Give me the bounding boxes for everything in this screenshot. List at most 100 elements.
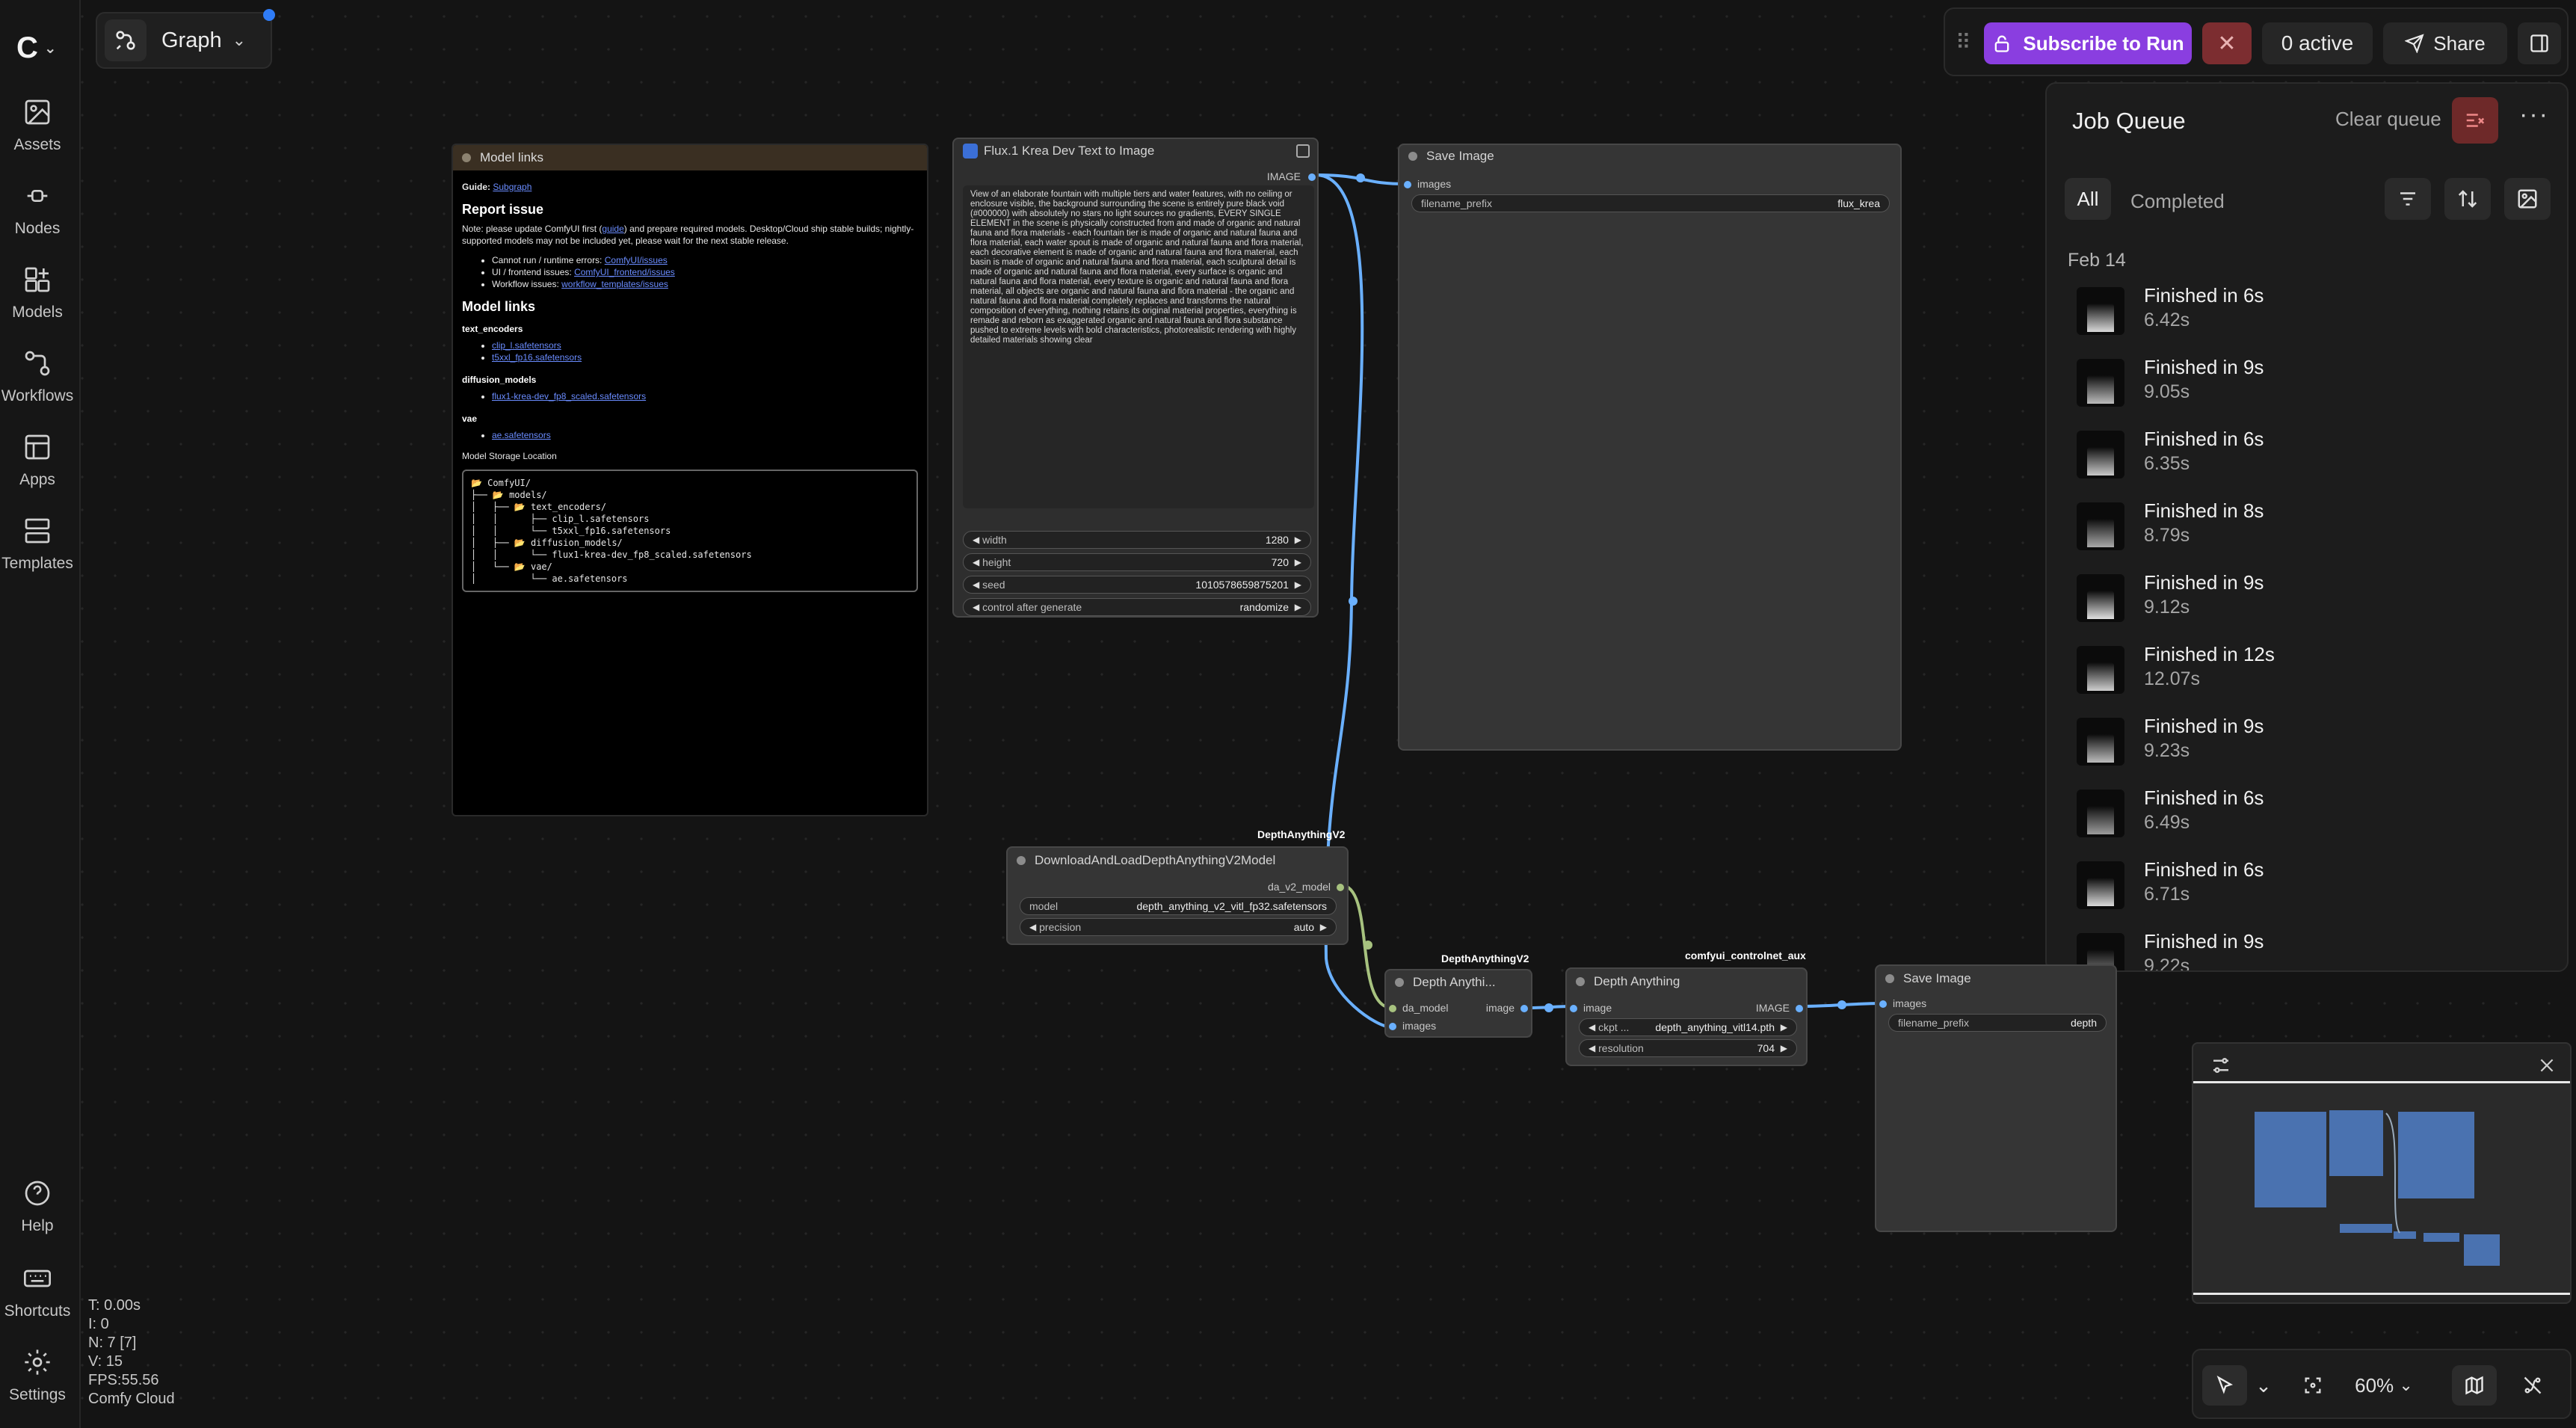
model-link[interactable]: t5xxl_fp16.safetensors bbox=[492, 352, 582, 363]
node-collapse-dot[interactable] bbox=[1576, 977, 1585, 986]
drag-handle-icon[interactable]: ⠿ bbox=[1956, 31, 1971, 54]
subscribe-button[interactable]: Subscribe to Run bbox=[1984, 22, 2192, 64]
sidebar-item-help[interactable]: Help bbox=[0, 1178, 75, 1253]
job-thumbnail[interactable] bbox=[2077, 502, 2124, 550]
node-collapse-dot[interactable] bbox=[1395, 978, 1404, 987]
share-button[interactable]: Share bbox=[2383, 22, 2507, 64]
minimap-settings-icon[interactable] bbox=[2210, 1054, 2232, 1077]
close-icon[interactable] bbox=[2537, 1056, 2557, 1075]
guide-link[interactable]: Subgraph bbox=[493, 182, 532, 192]
decrement-icon[interactable]: ◀ bbox=[1589, 1022, 1596, 1032]
decrement-icon[interactable]: ◀ bbox=[973, 579, 980, 590]
increment-icon[interactable]: ▶ bbox=[1294, 535, 1301, 545]
decrement-icon[interactable]: ◀ bbox=[973, 557, 980, 567]
depth-anything-v2-node[interactable]: Depth Anythi... da_model images image bbox=[1384, 969, 1532, 1038]
node-collapse-dot[interactable] bbox=[1408, 152, 1417, 161]
zoom-dropdown[interactable]: 60% ⌄ bbox=[2343, 1365, 2425, 1406]
ckpt-widget[interactable]: ◀ ckpt ...depth_anything_vitl14.pth ▶ bbox=[1579, 1018, 1797, 1036]
depth-anything-aux-node[interactable]: Depth Anything image IMAGE ◀ ckpt ...dep… bbox=[1565, 967, 1808, 1066]
toggle-panel-button[interactable] bbox=[2518, 22, 2561, 64]
model-link[interactable]: flux1-krea-dev_fp8_scaled.safetensors bbox=[492, 391, 647, 401]
output-slot[interactable] bbox=[1796, 1005, 1803, 1012]
toggle-minimap-button[interactable] bbox=[2452, 1365, 2497, 1406]
input-slot[interactable] bbox=[1404, 181, 1411, 188]
decrement-icon[interactable]: ◀ bbox=[973, 535, 980, 545]
filter-button[interactable] bbox=[2385, 178, 2431, 220]
increment-icon[interactable]: ▶ bbox=[1319, 922, 1327, 932]
node-collapse-dot[interactable] bbox=[462, 153, 471, 162]
job-thumbnail[interactable] bbox=[2077, 718, 2124, 766]
expand-icon[interactable] bbox=[1296, 144, 1310, 158]
filter-all-tab[interactable]: All bbox=[2065, 178, 2111, 220]
prompt-textarea[interactable]: View of an elaborate fountain with multi… bbox=[963, 185, 1314, 508]
sidebar-item-workflows[interactable]: Workflows bbox=[0, 348, 75, 423]
input-slot[interactable] bbox=[1879, 1000, 1887, 1008]
output-slot[interactable] bbox=[1520, 1005, 1528, 1012]
job-thumbnail[interactable] bbox=[2077, 359, 2124, 407]
model-link[interactable]: clip_l.safetensors bbox=[492, 340, 561, 351]
job-thumbnail[interactable] bbox=[2077, 574, 2124, 622]
increment-icon[interactable]: ▶ bbox=[1294, 579, 1301, 590]
issue-link[interactable]: ComfyUI/issues bbox=[604, 255, 668, 265]
sort-button[interactable] bbox=[2444, 178, 2491, 220]
job-thumbnail[interactable] bbox=[2077, 933, 2124, 970]
model-links-note[interactable]: Model links Guide: Subgraph Report issue… bbox=[452, 144, 928, 816]
active-jobs-button[interactable]: 0 active bbox=[2262, 22, 2373, 64]
increment-icon[interactable]: ▶ bbox=[1780, 1043, 1787, 1053]
decrement-icon[interactable]: ◀ bbox=[1589, 1043, 1596, 1053]
input-slot[interactable] bbox=[1570, 1005, 1577, 1012]
sidebar-item-models[interactable]: Models bbox=[0, 265, 75, 339]
node-collapse-dot[interactable] bbox=[1885, 974, 1894, 983]
job-thumbnail[interactable] bbox=[2077, 287, 2124, 335]
node-collapse-dot[interactable] bbox=[1017, 856, 1026, 865]
minimap[interactable] bbox=[2192, 1042, 2572, 1304]
sidebar-item-apps[interactable]: Apps bbox=[0, 432, 75, 507]
gallery-view-button[interactable] bbox=[2504, 178, 2551, 220]
issue-link[interactable]: ComfyUI_frontend/issues bbox=[574, 267, 675, 277]
update-guide-link[interactable]: guide bbox=[602, 224, 624, 234]
output-slot[interactable] bbox=[1308, 173, 1316, 181]
sidebar-item-assets[interactable]: Assets bbox=[0, 97, 75, 172]
input-slot[interactable] bbox=[1389, 1005, 1396, 1012]
decrement-icon[interactable]: ◀ bbox=[973, 602, 980, 612]
tool-menu-button[interactable]: ⌄ bbox=[2250, 1365, 2277, 1406]
minimap-viewport[interactable] bbox=[2193, 1081, 2570, 1295]
job-thumbnail[interactable] bbox=[2077, 790, 2124, 837]
sidebar-item-templates[interactable]: Templates bbox=[0, 516, 75, 591]
toggle-links-button[interactable] bbox=[2510, 1365, 2555, 1406]
job-thumbnail[interactable] bbox=[2077, 646, 2124, 694]
fit-view-button[interactable] bbox=[2292, 1365, 2334, 1406]
decrement-icon[interactable]: ◀ bbox=[1029, 922, 1037, 932]
output-slot[interactable] bbox=[1337, 884, 1344, 891]
clear-queue-link[interactable]: Clear queue bbox=[2335, 108, 2441, 130]
more-options-icon[interactable]: ··· bbox=[2519, 100, 2549, 129]
clear-queue-button[interactable] bbox=[2452, 97, 2498, 144]
increment-icon[interactable]: ▶ bbox=[1780, 1022, 1787, 1032]
increment-icon[interactable]: ▶ bbox=[1294, 602, 1301, 612]
cancel-run-button[interactable]: ✕ bbox=[2202, 22, 2252, 64]
flux-text-to-image-node[interactable]: Flux.1 Krea Dev Text to Image IMAGE View… bbox=[952, 138, 1319, 618]
sidebar-item-shortcuts[interactable]: Shortcuts bbox=[0, 1264, 75, 1338]
select-tool-button[interactable] bbox=[2202, 1365, 2247, 1406]
download-depth-model-node[interactable]: DownloadAndLoadDepthAnythingV2Model da_v… bbox=[1006, 846, 1349, 945]
issue-link[interactable]: workflow_templates/issues bbox=[561, 279, 668, 289]
